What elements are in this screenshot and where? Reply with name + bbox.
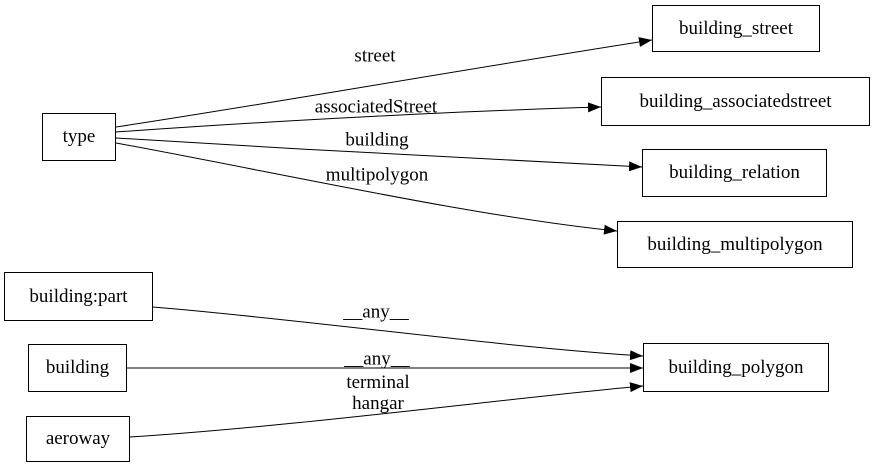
edge-type-to-building_street xyxy=(115,37,653,128)
edge-type-to-building_associatedstreet xyxy=(115,102,602,133)
node-aeroway: aeroway xyxy=(26,416,130,462)
node-building_associatedstreet: building_associatedstreet xyxy=(601,77,870,126)
edge-aeroway-to-building_polygon xyxy=(129,382,644,438)
edge-label-building-to-building_polygon: __any__ xyxy=(344,348,410,370)
node-building_multipolygon: building_multipolygon xyxy=(617,221,853,268)
edge-label-building-part-to-building_polygon: __any__ xyxy=(343,301,409,323)
node-type: type xyxy=(42,113,116,161)
edge-label-type-to-building_street: street xyxy=(354,45,396,67)
node-building_polygon: building_polygon xyxy=(643,343,829,392)
edge-type-to-building_relation xyxy=(115,137,643,172)
edge-label-type-to-building_relation: building xyxy=(345,129,409,151)
node-building-part: building:part xyxy=(4,272,153,321)
edge-label-type-to-building_associatedstreet: associatedStreet xyxy=(314,96,438,118)
edge-building-part-to-building_polygon xyxy=(152,306,644,361)
node-building: building xyxy=(28,344,127,392)
edge-type-to-building_multipolygon xyxy=(115,142,618,235)
node-building_street: building_street xyxy=(652,5,820,52)
node-building_relation: building_relation xyxy=(642,149,827,197)
edge-label-aeroway-to-building_polygon: terminal hangar xyxy=(346,372,410,414)
edge-label-type-to-building_multipolygon: multipolygon xyxy=(325,164,429,186)
